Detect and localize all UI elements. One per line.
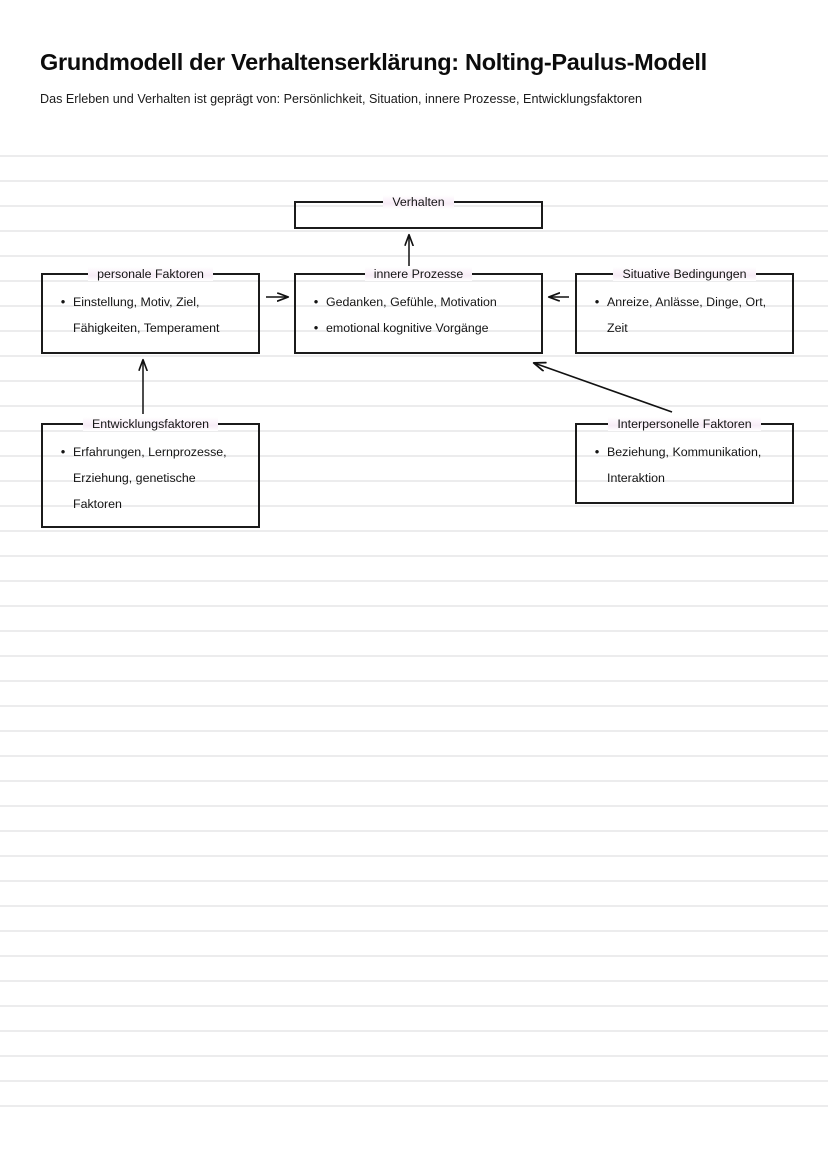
list-item-line: Anreize, Anlässe, Dinge, Ort, [607,295,767,309]
arrow-interpersonelle-faktoren-to-innere-prozesse [534,363,673,413]
node-situative-bedingungen-label: Situative Bedingungen [613,267,756,281]
list-item: • Gedanken, Gefühle, Motivation [306,289,531,315]
list-item-text: emotional kognitive Vorgänge [326,321,489,335]
node-innere-prozesse-body: • Gedanken, Gefühle, Motivation • emotio… [296,275,541,349]
node-interpersonelle-faktoren-label: Interpersonelle Faktoren [608,417,761,431]
node-personale-faktoren-label: personale Faktoren [88,267,213,281]
list-item: • Anreize, Anlässe, Dinge, Ort, Zeit [587,289,782,341]
node-interpersonelle-faktoren[interactable]: Interpersonelle Faktoren • Beziehung, Ko… [575,417,794,504]
page-header: Grundmodell der Verhaltenserklärung: Nol… [40,48,800,107]
node-situative-bedingungen-body: • Anreize, Anlässe, Dinge, Ort, Zeit [577,275,792,349]
list-item-text: Erfahrungen, Lernprozesse, Erziehung, ge… [73,439,248,517]
node-personale-faktoren[interactable]: personale Faktoren • Einstellung, Motiv,… [41,267,260,354]
node-interpersonelle-faktoren-body: • Beziehung, Kommunikation, Interaktion [577,425,792,499]
node-innere-prozesse-legend: innere Prozesse [296,265,541,283]
bullet-icon: • [594,294,600,309]
page-title: Grundmodell der Verhaltenserklärung: Nol… [40,49,707,75]
list-item: • Beziehung, Kommunikation, Interaktion [587,439,782,491]
node-interpersonelle-faktoren-legend: Interpersonelle Faktoren [577,415,792,433]
list-item-line: Faktoren [73,497,122,511]
node-personale-faktoren-legend: personale Faktoren [43,265,258,283]
node-situative-bedingungen-legend: Situative Bedingungen [577,265,792,283]
list-item: • Einstellung, Motiv, Ziel, Fähigkeiten,… [53,289,248,341]
bullet-icon: • [594,444,600,459]
node-entwicklungsfaktoren-label: Entwicklungsfaktoren [82,417,219,431]
list-item-line: Zeit [607,321,628,335]
bullet-icon: • [60,444,66,459]
node-entwicklungsfaktoren-body: • Erfahrungen, Lernprozesse, Erziehung, … [43,425,258,525]
list-item-line: Interaktion [607,471,665,485]
list-item-text: Beziehung, Kommunikation, Interaktion [607,439,782,491]
node-verhalten-label: Verhalten [383,195,454,209]
list-item-line: Erfahrungen, Lernprozesse, [73,445,227,459]
list-item-text: Gedanken, Gefühle, Motivation [326,295,497,309]
node-entwicklungsfaktoren-legend: Entwicklungsfaktoren [43,415,258,433]
node-innere-prozesse-label: innere Prozesse [364,267,473,281]
bullet-icon: • [313,294,319,309]
list-item: • Erfahrungen, Lernprozesse, Erziehung, … [53,439,248,517]
bullet-icon: • [60,294,66,309]
list-item-text: Anreize, Anlässe, Dinge, Ort, Zeit [607,289,782,341]
bullet-icon: • [313,320,319,335]
list-item-line: Einstellung, Motiv, Ziel, [73,295,200,309]
list-item: • emotional kognitive Vorgänge [306,315,531,341]
node-personale-faktoren-body: • Einstellung, Motiv, Ziel, Fähigkeiten,… [43,275,258,349]
list-item-text: Einstellung, Motiv, Ziel, Fähigkeiten, T… [73,289,248,341]
node-situative-bedingungen[interactable]: Situative Bedingungen • Anreize, Anlässe… [575,267,794,354]
nolting-paulus-diagram: Verhalten personale Faktoren • Einstellu… [0,0,828,560]
list-item-line: Fähigkeiten, Temperament [73,321,220,335]
node-entwicklungsfaktoren[interactable]: Entwicklungsfaktoren • Erfahrungen, Lern… [41,417,260,528]
page-subtitle: Das Erleben und Verhalten ist geprägt vo… [40,91,643,106]
node-innere-prozesse[interactable]: innere Prozesse • Gedanken, Gefühle, Mot… [294,267,543,354]
list-item-line: Erziehung, genetische [73,471,196,485]
node-verhalten-legend: Verhalten [296,193,541,211]
list-item-line: Beziehung, Kommunikation, [607,445,762,459]
node-verhalten[interactable]: Verhalten [294,195,543,229]
